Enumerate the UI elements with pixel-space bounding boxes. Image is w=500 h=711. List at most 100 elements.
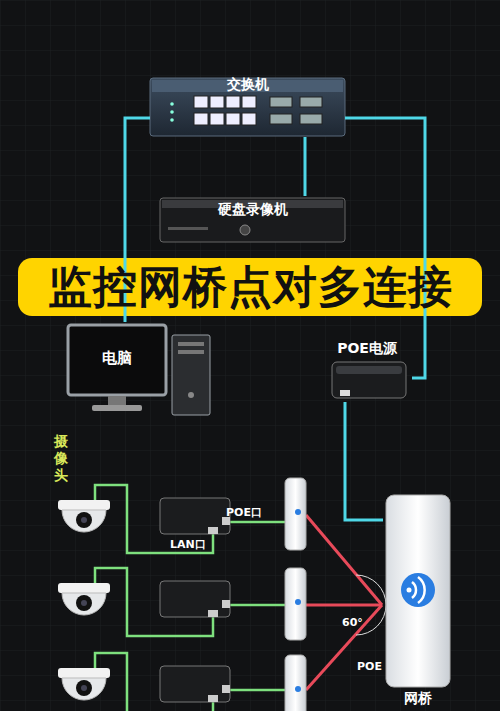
camera-1-part bbox=[58, 500, 110, 510]
cable-connector bbox=[345, 118, 425, 378]
camera-3 bbox=[58, 668, 110, 700]
client-bridges-part bbox=[295, 686, 301, 692]
base-bridge-part bbox=[418, 577, 425, 603]
node-label: 交换机 bbox=[150, 76, 345, 93]
wireless-links bbox=[306, 515, 386, 690]
wireless-links-part bbox=[306, 604, 382, 607]
switch-device-part bbox=[270, 114, 292, 124]
switch-device-part bbox=[170, 110, 174, 114]
base-bridge-part bbox=[401, 573, 435, 607]
nvr-device-part bbox=[160, 198, 345, 242]
camera-1-part bbox=[81, 517, 87, 523]
poe-injectors bbox=[160, 498, 230, 702]
camera-2-part bbox=[62, 593, 106, 615]
switch-device-part bbox=[194, 113, 208, 125]
poe-injectors-part bbox=[160, 666, 230, 702]
wireless-links-part bbox=[306, 515, 382, 605]
poe-injectors-part bbox=[222, 600, 230, 608]
wireless-links-part bbox=[306, 605, 382, 690]
camera-wires bbox=[95, 485, 287, 711]
camera-wires-part bbox=[228, 604, 287, 607]
camera-3-part bbox=[62, 678, 106, 700]
client-bridges-part bbox=[295, 599, 301, 605]
port-label: POE bbox=[357, 660, 382, 673]
poe-power-device-part bbox=[336, 366, 402, 374]
client-bridges-part bbox=[285, 568, 306, 640]
computer-illustration-part bbox=[188, 392, 194, 398]
nvr-device-part bbox=[168, 227, 208, 230]
camera-2-part bbox=[76, 595, 92, 611]
base-bridge bbox=[386, 495, 450, 687]
client-bridges-part bbox=[295, 509, 301, 515]
client-bridges-part bbox=[285, 478, 306, 550]
switch-device-part bbox=[242, 113, 256, 125]
node-label: POE电源 bbox=[322, 340, 412, 357]
cable-connector bbox=[345, 402, 383, 520]
node-label: 网桥 bbox=[383, 690, 453, 707]
poe-power-box: POE电源 bbox=[322, 338, 412, 402]
switch-device-part bbox=[226, 96, 240, 108]
switch-device-part bbox=[170, 102, 174, 106]
camera-3-part bbox=[58, 668, 110, 678]
poe-power-device-part bbox=[332, 362, 406, 398]
switch-device-part bbox=[300, 114, 322, 124]
switch-box: 交换机 bbox=[150, 72, 345, 137]
computer-illustration-part bbox=[178, 350, 204, 354]
camera-1 bbox=[58, 500, 110, 532]
switch-device-part bbox=[300, 97, 322, 107]
computer-box: 电脑 bbox=[65, 322, 213, 418]
client-bridges bbox=[285, 478, 306, 711]
switch-device-part bbox=[170, 118, 174, 122]
node-label: 电脑 bbox=[68, 350, 166, 367]
camera-3-part bbox=[81, 685, 87, 691]
camera-1-part bbox=[62, 510, 106, 532]
poe-power-device-part bbox=[340, 390, 350, 396]
cable-connector bbox=[304, 137, 307, 196]
computer-illustration-part bbox=[92, 405, 142, 411]
switch-device-part bbox=[210, 96, 224, 108]
computer-illustration-part bbox=[172, 335, 210, 415]
poe-injectors-part bbox=[160, 498, 230, 534]
camera-box: 摄像头 bbox=[50, 433, 112, 545]
title-text: 监控网桥点对多连接 bbox=[22, 262, 478, 312]
camera-2 bbox=[58, 583, 110, 615]
camera-wires-part bbox=[228, 689, 287, 692]
nvr-box: 硬盘录像机 bbox=[160, 196, 345, 244]
switch-device-part bbox=[226, 113, 240, 125]
port-label: POE口 bbox=[226, 506, 262, 519]
base-bridge-part bbox=[407, 588, 412, 593]
computer-illustration-part bbox=[108, 396, 126, 406]
switch-device-part bbox=[194, 96, 208, 108]
camera-3-part bbox=[76, 680, 92, 696]
base-bridge-part bbox=[412, 582, 416, 598]
poe-injectors-part bbox=[222, 685, 230, 693]
poe-injectors-part bbox=[208, 695, 218, 702]
camera-wires-part bbox=[228, 521, 287, 524]
computer-illustration bbox=[68, 325, 210, 415]
poe-injectors-part bbox=[208, 610, 218, 617]
poe-power-device bbox=[332, 362, 406, 398]
node-label: 摄像头 bbox=[54, 433, 71, 484]
poe-injectors-part bbox=[160, 581, 230, 617]
camera-2-part bbox=[81, 600, 87, 606]
port-label: 60° bbox=[342, 616, 363, 629]
switch-device-part bbox=[270, 97, 292, 107]
camera-1-part bbox=[76, 512, 92, 528]
computer-illustration-part bbox=[178, 342, 204, 346]
nvr-device-part bbox=[240, 225, 250, 235]
port-label: LAN口 bbox=[170, 538, 206, 551]
title-banner bbox=[18, 258, 482, 316]
switch-device-part bbox=[210, 113, 224, 125]
node-label: 硬盘录像机 bbox=[160, 201, 345, 218]
nvr-device bbox=[160, 198, 345, 242]
bridge-box: 网桥 bbox=[383, 493, 453, 711]
client-bridges-part bbox=[285, 655, 306, 711]
base-bridge-part bbox=[386, 495, 450, 687]
poe-injectors-part bbox=[208, 527, 218, 534]
camera-2-part bbox=[58, 583, 110, 593]
computer-illustration-part bbox=[68, 325, 166, 395]
